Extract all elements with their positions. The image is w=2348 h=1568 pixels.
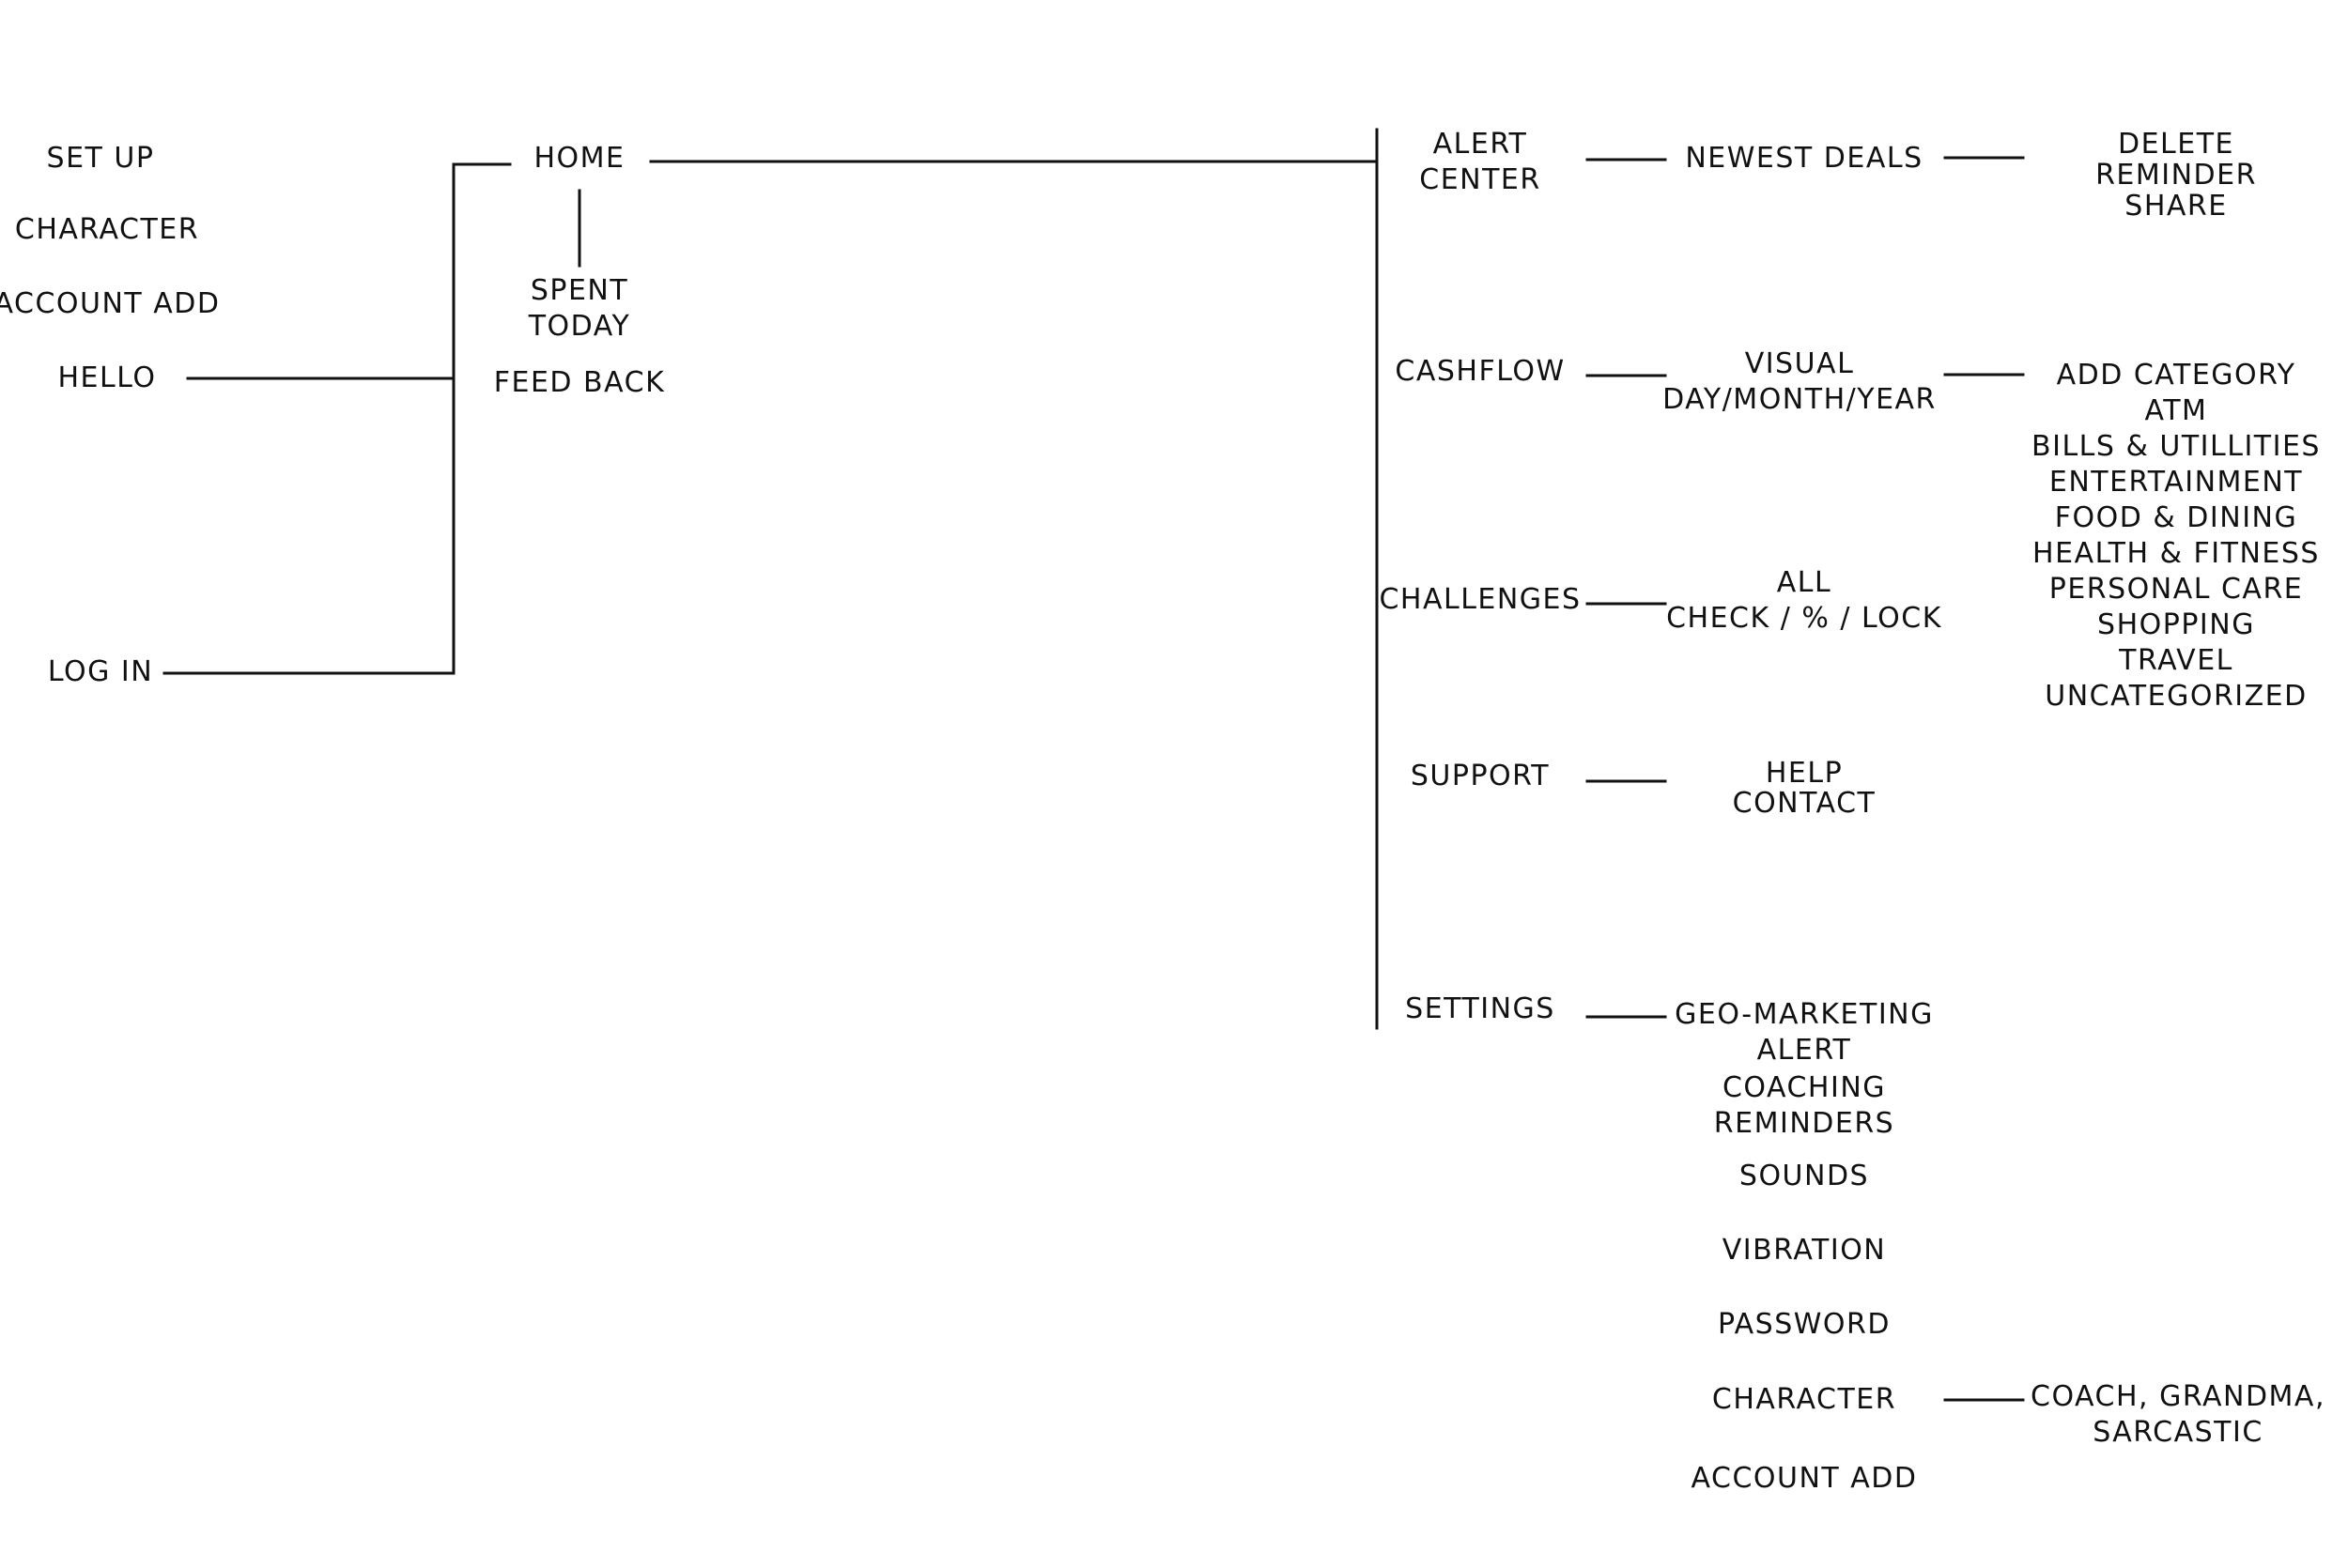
- node-character-settings: CHARACTER: [1712, 1382, 1896, 1418]
- node-label-line: HELLO: [57, 361, 157, 394]
- node-label-line: LOG IN: [47, 655, 154, 688]
- node-label-line: DELETE: [2117, 128, 2234, 161]
- node-hello: HELLO: [58, 361, 157, 396]
- node-character-types: COACH, GRANDMA,SARCASTIC: [2031, 1379, 2325, 1451]
- node-password: PASSWORD: [1718, 1307, 1891, 1343]
- node-label-line: FEED BACK: [493, 366, 666, 399]
- node-label-line: SPENT: [530, 274, 629, 307]
- node-label-line: ACCOUNT ADD: [1691, 1462, 1918, 1495]
- node-challenges: CHALLENGES: [1379, 582, 1581, 618]
- node-label-line: REMINDER: [2095, 159, 2257, 192]
- node-label-line: CHECK / % / LOCK: [1666, 602, 1942, 635]
- node-label-line: HEALTH & FITNESS: [2032, 537, 2320, 570]
- node-label-line: ALERT: [1756, 1034, 1852, 1067]
- node-label-line: SET UP: [46, 142, 155, 175]
- node-log-in: LOG IN: [48, 654, 153, 690]
- node-label-line: COACHING: [1722, 1071, 1887, 1104]
- node-label-line: HELP: [1765, 757, 1844, 790]
- node-label-line: CASHFLOW: [1395, 355, 1566, 388]
- node-label-line: CENTER: [1419, 163, 1541, 196]
- node-newest-deals: NEWEST DEALS: [1685, 141, 1923, 177]
- node-home: HOME: [533, 141, 625, 177]
- node-label-line: TRAVEL: [2119, 644, 2233, 677]
- node-character-left: CHARACTER: [15, 212, 199, 248]
- node-label-line: UNCATEGORIZED: [2045, 680, 2308, 713]
- node-label-line: SUPPORT: [1410, 760, 1551, 792]
- node-label-line: TODAY: [528, 310, 631, 343]
- node-account-add-settings: ACCOUNT ADD: [1691, 1461, 1918, 1497]
- node-label-line: ATM: [2144, 394, 2208, 427]
- node-feed-back: FEED BACK: [494, 365, 666, 401]
- node-label-line: VISUAL: [1744, 347, 1855, 380]
- node-label-line: VIBRATION: [1722, 1234, 1887, 1267]
- node-label-line: PASSWORD: [1717, 1308, 1892, 1341]
- node-label-line: ENTERTAINMENT: [2048, 466, 2304, 499]
- node-account-add-left: ACCOUNT ADD: [0, 286, 221, 322]
- node-set-up: SET UP: [47, 141, 155, 177]
- node-label-line: SETTINGS: [1405, 992, 1555, 1025]
- node-label-line: COACH, GRANDMA,: [2031, 1380, 2325, 1413]
- node-label-line: PERSONAL CARE: [2048, 573, 2304, 606]
- node-label-line: SHOPPING: [2097, 608, 2255, 641]
- node-label-line: ALERT: [1432, 128, 1528, 161]
- node-label-line: ALL: [1776, 566, 1832, 599]
- node-label-line: HOME: [533, 142, 626, 175]
- node-label-line: CHALLENGES: [1379, 583, 1582, 616]
- node-label-line: DAY/MONTH/YEAR: [1662, 383, 1937, 416]
- node-label-line: GEO-MARKETING: [1675, 998, 1934, 1031]
- node-label-line: ACCOUNT ADD: [0, 287, 221, 320]
- node-label-line: SHARE: [2124, 190, 2228, 223]
- node-settings: SETTINGS: [1405, 992, 1555, 1027]
- node-label-line: ADD CATEGORY: [2056, 359, 2296, 392]
- node-label-line: CONTACT: [1732, 787, 1877, 820]
- node-label-line: REMINDERS: [1713, 1107, 1895, 1140]
- node-label-line: NEWEST DEALS: [1685, 142, 1923, 175]
- node-label-line: SARCASTIC: [2093, 1416, 2263, 1449]
- node-label-line: SOUNDS: [1738, 1160, 1870, 1192]
- node-cashflow: CASHFLOW: [1395, 354, 1565, 390]
- node-label-line: BILLS & UTILLITIES: [2031, 430, 2321, 463]
- node-vibration: VIBRATION: [1722, 1233, 1887, 1268]
- node-label-line: FOOD & DINING: [2054, 501, 2298, 534]
- node-label-line: CHARACTER: [1711, 1383, 1897, 1416]
- node-sounds: SOUNDS: [1739, 1159, 1869, 1194]
- node-support: SUPPORT: [1411, 759, 1550, 794]
- node-label-line: CHARACTER: [14, 213, 200, 246]
